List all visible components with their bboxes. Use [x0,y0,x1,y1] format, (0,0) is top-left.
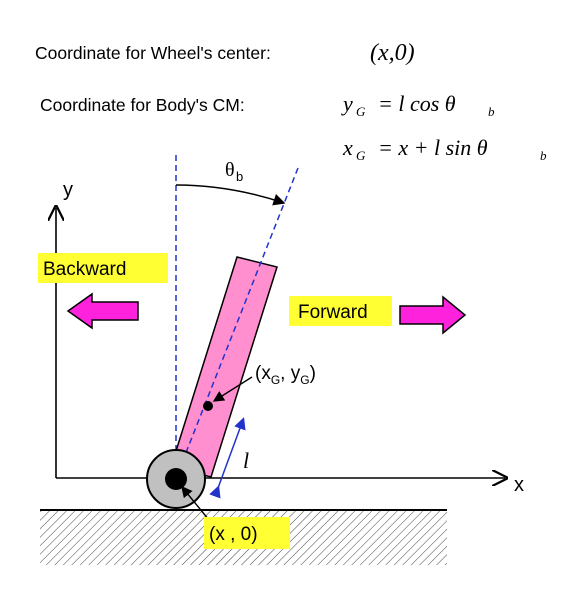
x-g-sub: G [356,148,366,163]
backward-arrow [66,292,139,330]
x-g-var: x [342,135,353,160]
wheel-pointer [181,485,210,521]
y-g-sub: G [356,104,366,119]
cm-label-open: (x [255,363,271,384]
cm-label-sub1: G [271,373,280,387]
wheel-hub [165,468,187,490]
wheel-center-formula: (x,0) [370,40,415,66]
cm-label-sub2: G [300,373,309,387]
x-g-rhs-sub: b [540,148,547,163]
wheel-center-label: Coordinate for Wheel's center: [35,43,271,63]
cm-label: (xG, yG) [255,363,316,387]
y-axis-label: y [63,179,73,201]
cm-label-close: ) [310,363,316,384]
y-g-equation: y G = l cos θ b [341,91,495,119]
theta-label: θ b [225,159,243,184]
theta-sub: b [236,169,243,184]
center-of-mass-dot [203,401,213,411]
y-g-rhs: = l cos θ [378,91,456,116]
body-axis-line [175,167,299,479]
forward-label-bg [289,296,392,326]
cm-pointer [212,376,253,402]
svg-text:(xG, yG): (xG, yG) [255,363,316,387]
theta-arc [175,184,286,206]
x-axis-label: x [514,474,524,496]
y-g-rhs-sub: b [488,104,495,119]
theta-symbol: θ [225,159,235,181]
backward-label: Backward [43,259,126,280]
backward-label-bg [38,253,168,283]
x-g-equation: x G = x + l sin θ b [342,135,547,163]
cm-label-mid: , y [280,363,301,384]
forward-arrow [399,295,467,335]
y-g-var: y [341,91,353,116]
x-g-rhs: = x + l sin θ [378,135,488,160]
forward-label: Forward [298,302,368,323]
length-arrow [209,417,246,499]
length-label: l [243,448,249,473]
wheel-label-bg [204,517,290,549]
wheel-label: (x , 0) [209,524,258,545]
body-cm-label: Coordinate for Body's CM: [40,95,245,115]
